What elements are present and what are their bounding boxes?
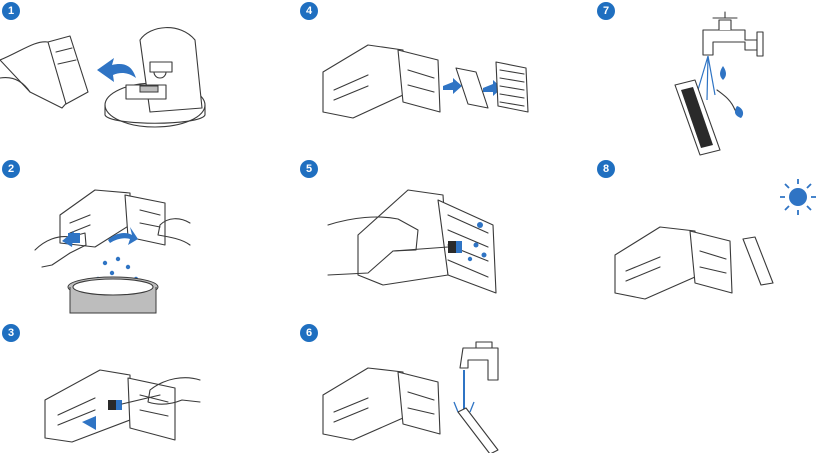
rinse-filter-icon [674,11,764,156]
step-1: 1 [0,0,260,145]
step-number-badge: 5 [300,160,318,178]
dry-icon [614,179,816,300]
step-number-badge: 4 [300,2,318,20]
brush-bin-icon [44,369,201,443]
remove-filter-icon [322,44,529,119]
step-number-badge: 7 [597,2,615,20]
sun-icon [780,179,816,215]
step-number-badge: 8 [597,160,615,178]
step-8: 8 [595,155,822,315]
step-number-badge: 2 [2,160,20,178]
remove-bin-icon [0,27,206,128]
empty-bin-icon [34,189,191,314]
step-4: 4 [298,0,558,145]
step-7: 7 [595,0,822,156]
step-2: 2 [0,155,260,315]
step-number-badge: 6 [300,324,318,342]
brush-filter-icon [327,189,497,294]
step-3: 3 [0,320,260,453]
step-6: 6 [298,320,558,453]
step-5: 5 [298,155,558,315]
rinse-bin-icon [322,341,499,453]
step-number-badge: 3 [2,324,20,342]
step-number-badge: 1 [2,2,20,20]
